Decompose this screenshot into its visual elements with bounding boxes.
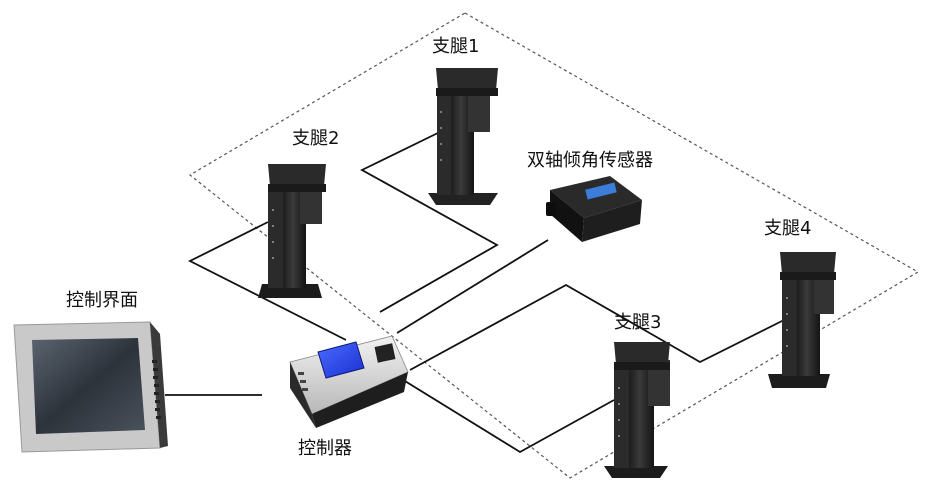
label-leg1: 支腿1 <box>432 36 480 57</box>
wiring <box>165 129 785 454</box>
wire-leg4 <box>409 283 785 371</box>
controller-device <box>289 335 409 428</box>
leg-2 <box>258 164 326 298</box>
platform-outline <box>188 12 920 479</box>
label-leg2: 支腿2 <box>292 128 340 149</box>
wire-sensor <box>396 239 549 334</box>
label-leg4: 支腿4 <box>764 218 812 239</box>
label-leg3: 支腿3 <box>614 312 662 333</box>
wire-leg2 <box>187 221 347 341</box>
label-controller: 控制器 <box>298 438 352 459</box>
leg-3 <box>604 342 670 478</box>
leg-1 <box>428 68 498 205</box>
leg-4 <box>768 252 836 388</box>
hmi-panel <box>13 321 168 453</box>
label-hmi: 控制界面 <box>66 290 138 311</box>
label-sensor: 双轴倾角传感器 <box>527 150 653 171</box>
tilt-sensor <box>546 176 642 242</box>
wire-leg3 <box>399 377 615 454</box>
wire-leg1 <box>360 129 499 313</box>
